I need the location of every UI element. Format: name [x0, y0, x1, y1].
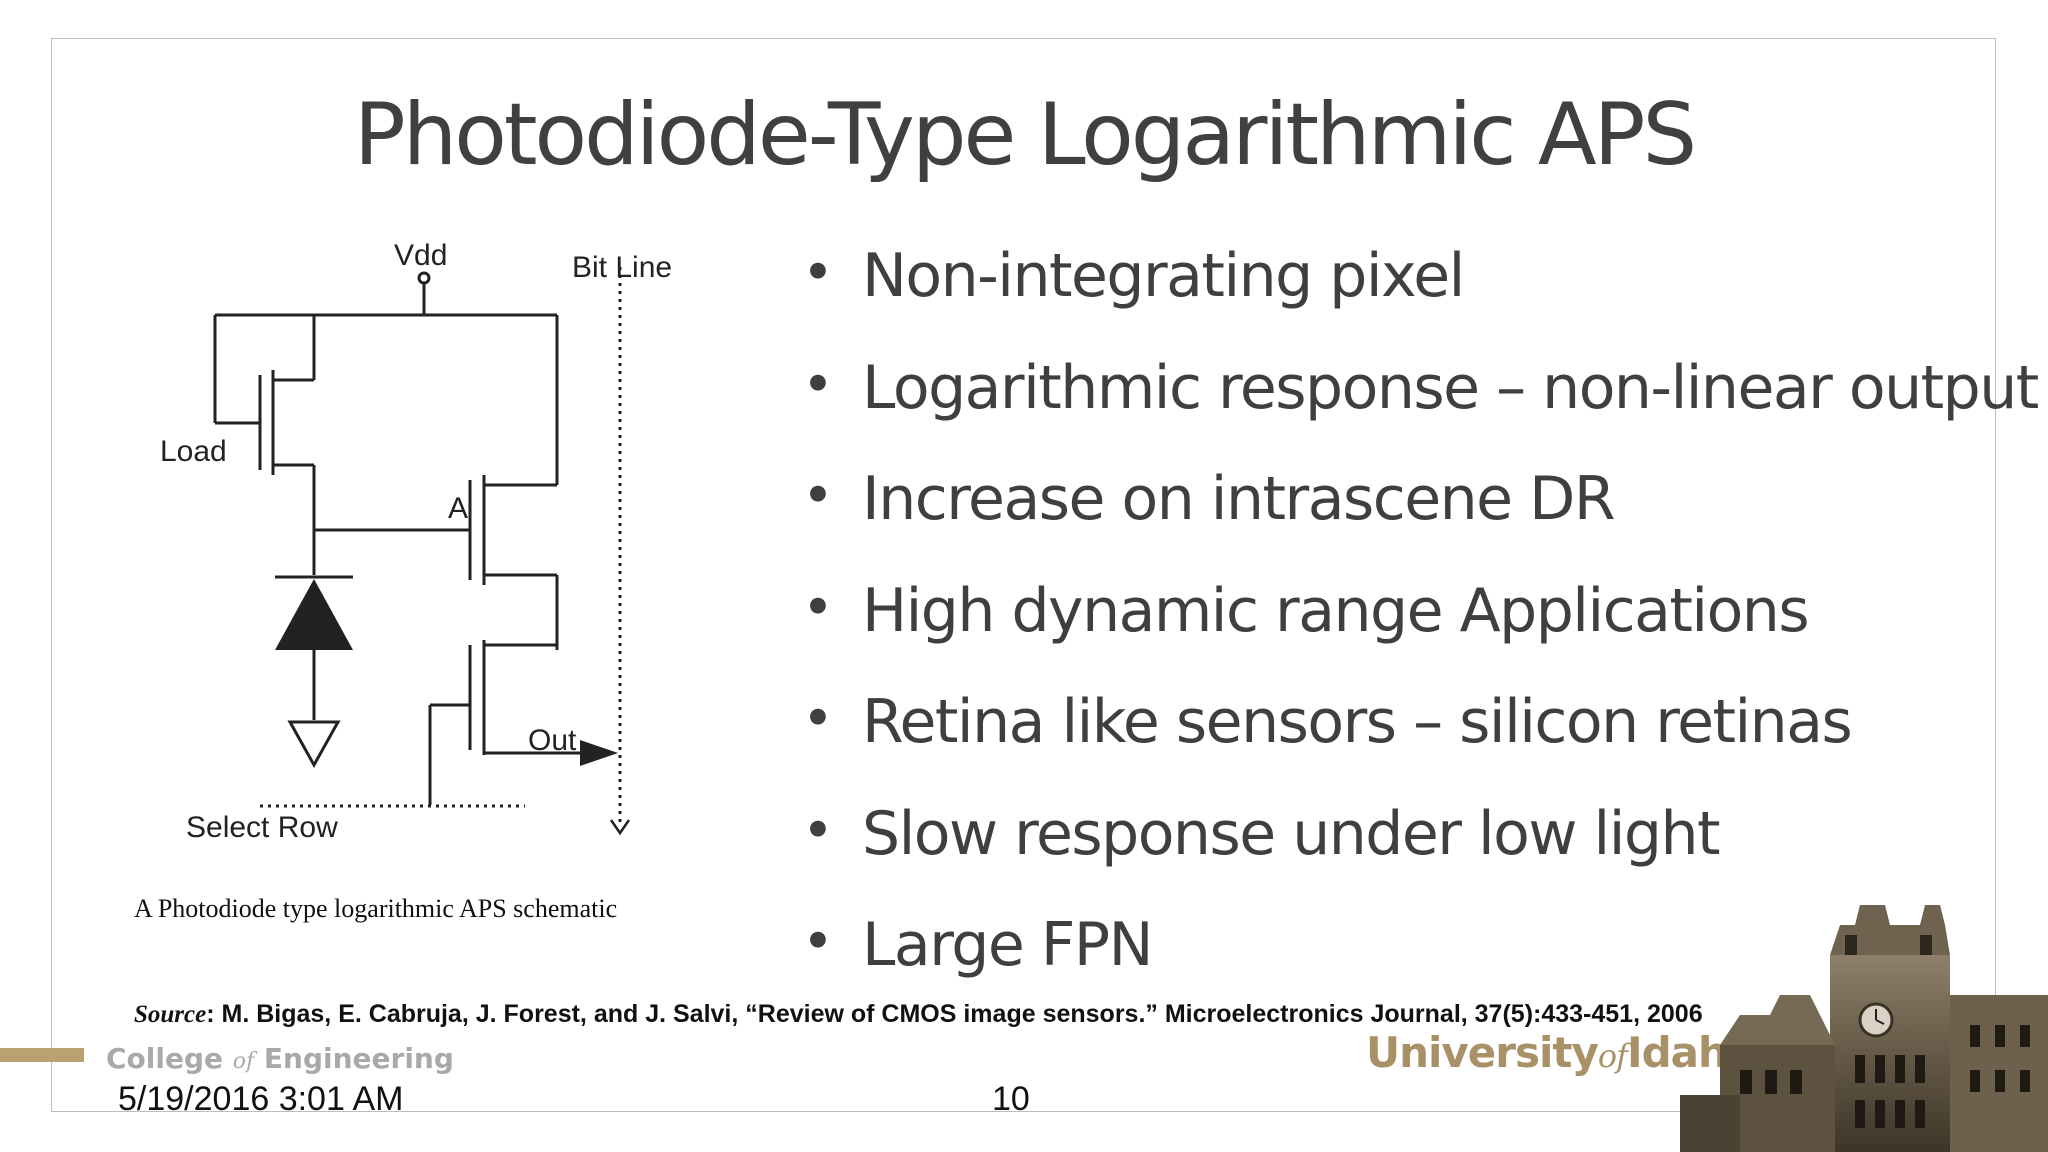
bullet-item: • Logarithmic response – non-linear outpu…: [800, 352, 2039, 470]
bullet-icon: •: [802, 464, 834, 527]
slide-frame: [51, 38, 1996, 1112]
bullet-icon: •: [802, 798, 834, 862]
slide-title: Photodiode-Type Logarithmic APS: [353, 85, 1697, 185]
engineering-word: Engineering: [263, 1042, 454, 1075]
bullet-icon: •: [802, 352, 834, 416]
circuit-schematic: Vdd Bit Line Load A Out Select Row: [160, 239, 672, 844]
university-of-word: of: [1597, 1037, 1628, 1075]
bullet-item: •Retina like sensors – silicon retinas: [800, 692, 2038, 804]
load-label: Load: [160, 435, 227, 468]
college-word: College: [106, 1042, 224, 1075]
schematic-caption: A Photodiode type logarithmic APS schema…: [134, 894, 618, 923]
bullet-icon: •: [802, 910, 834, 973]
bullet-item: • High dynamic range Applications: [800, 575, 2038, 693]
bullet-text: High dynamic range Applications: [862, 575, 1810, 646]
select-row-label: Select Row: [186, 811, 338, 844]
bullet-text: Non-integrating pixel: [862, 241, 1465, 311]
bitline-label: Bit Line: [572, 251, 672, 284]
university-word: University: [1366, 1028, 1599, 1077]
bullet-text: Slow response under low light: [862, 798, 1721, 869]
bullet-text: Large FPN: [862, 910, 1153, 980]
source-citation: Source: M. Bigas, E. Cabruja, J. Forest,…: [134, 1000, 1703, 1029]
bullet-item: •Large FPN: [800, 915, 2038, 1027]
college-logo-text: College of Engineering: [106, 1042, 454, 1075]
node-a-label: A: [448, 492, 468, 525]
bullet-icon: •: [802, 687, 834, 750]
slide-date: 5/19/2016 3:01 AM: [118, 1080, 404, 1118]
bullet-icon: •: [802, 241, 834, 304]
bullet-text: Retina like sensors – silicon retinas: [862, 687, 1853, 757]
bullet-item: •Increase on intrascene DR: [800, 469, 2038, 581]
bullet-item: •Non-integrating pixel: [800, 246, 2038, 358]
footer-accent-bar: [0, 1048, 84, 1062]
college-of-word: of: [232, 1049, 255, 1074]
bullet-item: • Slow response under low light: [800, 798, 2038, 916]
source-text: : M. Bigas, E. Cabruja, J. Forest, and J…: [206, 1000, 1703, 1028]
source-label: Source: [134, 1001, 207, 1028]
out-label: Out: [528, 724, 577, 757]
building-photo-icon: [1680, 905, 2048, 1152]
slide-number: 10: [992, 1080, 1030, 1118]
vdd-label: Vdd: [394, 239, 447, 272]
bullet-icon: •: [802, 575, 834, 639]
bullet-list: •Non-integrating pixel • Logarithmic resp…: [800, 246, 2039, 1027]
bullet-text: Logarithmic response – non-linear output: [862, 352, 2039, 423]
bullet-text: Increase on intrascene DR: [862, 464, 1616, 534]
